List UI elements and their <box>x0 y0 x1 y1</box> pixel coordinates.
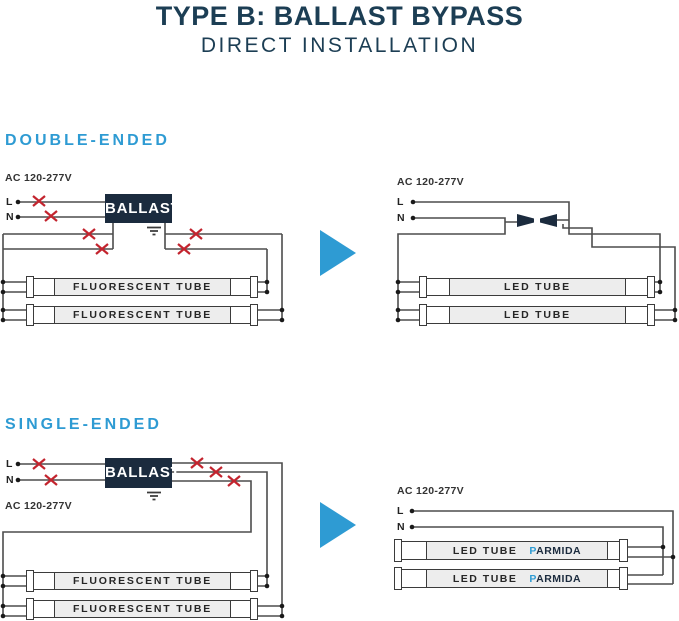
fluorescent-tube: FLUORESCENT TUBE <box>26 276 258 298</box>
tube-pins <box>398 281 675 321</box>
led-tube: LED TUBE <box>419 276 655 298</box>
line-terminal-label: L <box>397 196 404 208</box>
tube-body: FLUORESCENT TUBE <box>33 306 251 324</box>
tube-end-cap <box>26 570 34 592</box>
tube-label: FLUORESCENT TUBE <box>72 603 213 615</box>
junction-dots <box>409 508 676 560</box>
tube-end-cap <box>250 304 258 326</box>
tube-body: FLUORESCENT TUBE <box>33 600 251 618</box>
tube-body: LED TUBE <box>426 306 648 324</box>
tube-end-cap <box>394 567 402 590</box>
junction-dots <box>395 199 678 323</box>
tube-label: FLUORESCENT TUBE <box>72 309 213 321</box>
tube-body: LED TUBE PARMIDA <box>401 541 620 560</box>
tube-end-cap <box>250 276 258 298</box>
ballast-box: BALLAST <box>105 194 180 223</box>
neutral-terminal-label: N <box>6 474 14 486</box>
section-label-single-ended: SINGLE-ENDED <box>5 416 162 433</box>
line-terminal-label: L <box>6 196 13 208</box>
neutral-terminal-label: N <box>397 521 405 533</box>
double-ended-after-wiring <box>397 201 676 321</box>
tube-end-cap <box>619 567 628 590</box>
tube-end-cap <box>647 304 655 326</box>
page-subtitle: DIRECT INSTALLATION <box>200 34 479 57</box>
single-ended-after-wiring <box>412 510 674 585</box>
tube-label: LED TUBE <box>504 281 571 293</box>
wire-connector-icons <box>517 214 557 227</box>
tube-end-cap <box>619 539 628 562</box>
parmida-brand-logo: PARMIDA <box>529 572 582 585</box>
tube-end-cap <box>419 304 427 326</box>
tube-end-cap <box>394 539 402 562</box>
voltage-label: AC 120-277V <box>5 500 72 512</box>
tube-label: LED TUBE <box>452 572 518 585</box>
arrow-right-icon <box>320 230 356 276</box>
tube-label: FLUORESCENT TUBE <box>72 281 213 293</box>
arrow-right-icon <box>320 502 356 548</box>
tube-pins <box>3 575 282 617</box>
ballast-box: BALLAST <box>105 458 180 488</box>
tube-pins <box>628 546 673 585</box>
single-ended-before-wiring <box>2 462 283 617</box>
voltage-label: AC 120-277V <box>397 176 464 188</box>
voltage-label: AC 120-277V <box>5 172 72 184</box>
page-title: TYPE B: BALLAST BYPASS <box>155 1 524 31</box>
tube-label: LED TUBE <box>504 309 571 321</box>
led-tube: LED TUBE PARMIDA <box>394 567 628 590</box>
tube-body: FLUORESCENT TUBE <box>33 572 251 590</box>
tube-body: FLUORESCENT TUBE <box>33 278 251 296</box>
cut-x-marks <box>32 457 241 487</box>
neutral-terminal-label: N <box>6 211 14 223</box>
tube-end-cap <box>419 276 427 298</box>
tube-end-cap <box>26 304 34 326</box>
tube-end-cap <box>250 598 258 620</box>
tube-label: FLUORESCENT TUBE <box>72 575 213 587</box>
tube-end-cap <box>26 598 34 620</box>
cut-x-marks <box>32 195 203 255</box>
led-tube: LED TUBE PARMIDA <box>394 539 628 562</box>
ground-symbol <box>147 491 161 501</box>
fluorescent-tube: FLUORESCENT TUBE <box>26 598 258 620</box>
section-label-double-ended: DOUBLE-ENDED <box>5 132 170 149</box>
tube-end-cap <box>26 276 34 298</box>
tube-label: LED TUBE <box>452 544 518 557</box>
junction-dots <box>0 461 285 619</box>
line-terminal-label: L <box>397 505 404 517</box>
double-ended-before-wiring <box>2 201 283 321</box>
tube-body: LED TUBE <box>426 278 648 296</box>
parmida-brand-logo: PARMIDA <box>529 544 582 557</box>
tube-end-cap <box>647 276 655 298</box>
voltage-label: AC 120-277V <box>397 485 464 497</box>
tube-pins <box>3 281 282 321</box>
tube-end-cap <box>250 570 258 592</box>
fluorescent-tube: FLUORESCENT TUBE <box>26 570 258 592</box>
led-tube: LED TUBE <box>419 304 655 326</box>
line-terminal-label: L <box>6 458 13 470</box>
fluorescent-tube: FLUORESCENT TUBE <box>26 304 258 326</box>
ground-symbol <box>147 226 161 236</box>
tube-body: LED TUBE PARMIDA <box>401 569 620 588</box>
junction-dots <box>0 199 285 323</box>
neutral-terminal-label: N <box>397 212 405 224</box>
